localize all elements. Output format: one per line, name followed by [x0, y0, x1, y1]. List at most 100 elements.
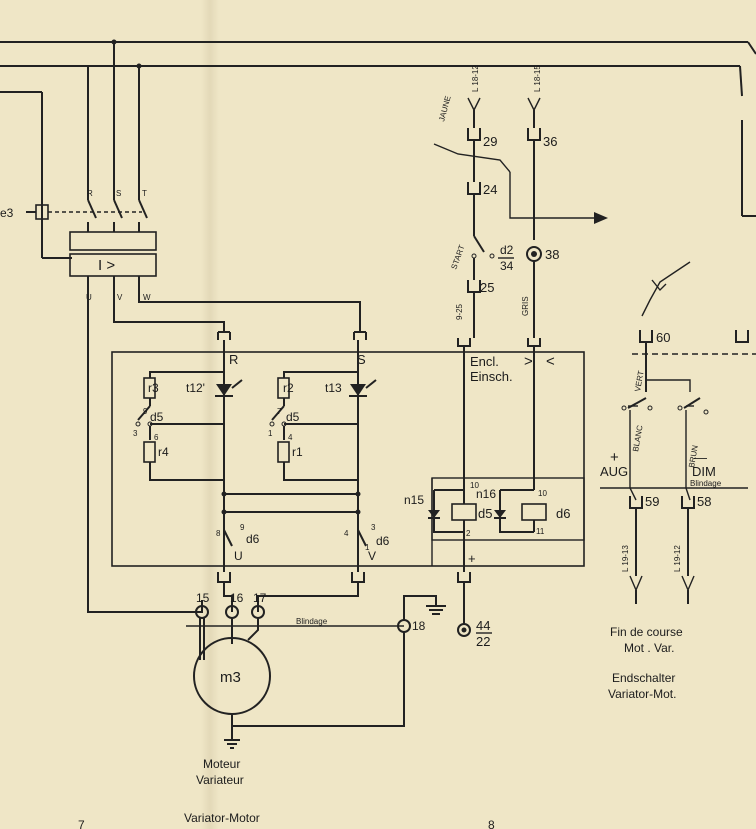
relay-d5-label: d5: [478, 506, 492, 521]
aug-label: AUG: [600, 464, 628, 479]
limit-switch-section: 60 VERT BLANC BRUN AUG + DIM — Blindage …: [600, 261, 756, 701]
wire-9-25: 9-25: [455, 303, 464, 320]
cable-l18-15: L 18-15: [533, 65, 542, 92]
pin-3-d: 3: [371, 523, 376, 532]
terminal-29-label: 29: [483, 134, 497, 149]
pin-8-c: 8: [216, 529, 221, 538]
motor-caption-de: Variator-Motor: [184, 811, 260, 825]
pin-2: 2: [466, 529, 471, 538]
start-label: START: [449, 244, 466, 271]
output-u-label: U: [234, 549, 243, 563]
contact-d6-label-a: d6: [246, 532, 260, 546]
pin-4-b: 4: [288, 433, 293, 442]
sym-greater: >: [524, 353, 533, 370]
terminal-25-label: 25: [480, 280, 494, 295]
page-number-7: 7: [78, 818, 85, 829]
wire-blanc: BLANC: [631, 424, 645, 452]
limit-caption-de: Endschalter: [612, 671, 675, 685]
pin-10-b: 10: [538, 489, 547, 498]
page-number-8: 8: [488, 818, 495, 829]
pin-9-c: 9: [240, 523, 245, 532]
thyristor-stage: R S t12' t13 r3 9 3 d5 6 r4: [133, 331, 390, 612]
motor-label: m3: [220, 669, 241, 686]
resistor-r4-label: r4: [158, 445, 169, 459]
thyristor-t13-icon: [350, 384, 366, 396]
limit-caption-fr2: Mot . Var.: [624, 641, 674, 655]
terminal-44-22: [457, 623, 471, 637]
relay-d5-coil: [451, 503, 477, 521]
limit-caption-de2: Variator-Mot.: [608, 687, 676, 701]
motor-shield-label: Blindage: [296, 617, 328, 626]
phase-s-in: S: [116, 189, 121, 198]
pin-1-d: 1: [365, 543, 370, 552]
terminal-44-label: 44: [476, 618, 490, 633]
dim-label: DIM: [692, 464, 716, 479]
terminal-60-label: 60: [656, 330, 670, 345]
terminal-38-label: 38: [545, 247, 559, 262]
pin-7-b: 7: [277, 407, 282, 416]
phase-v-out: V: [117, 293, 123, 302]
supply-bus: [0, 39, 756, 259]
wire-jaune: JAUNE: [437, 95, 452, 123]
encl-label: Encl.: [470, 354, 499, 369]
phase-w-out: W: [143, 293, 151, 302]
cable-l19-12: L 19-12: [673, 545, 682, 572]
wire-gris: GRIS: [521, 296, 530, 316]
thyristor-t12-icon: [216, 384, 232, 396]
pin-4-d: 4: [344, 529, 349, 538]
wire-vert: VERT: [633, 370, 646, 393]
relay-d6-label: d6: [556, 506, 570, 521]
cable-l18-12: L 18-12: [471, 65, 480, 92]
einsch-label: Einsch.: [470, 369, 513, 384]
terminal-15-label: 15: [196, 591, 210, 605]
limit-caption-fr: Fin de course: [610, 625, 683, 639]
minus-sign: —: [694, 450, 707, 465]
arrow-right-icon: [594, 212, 608, 224]
output-v-label: V: [368, 549, 376, 563]
phase-r-label: R: [229, 352, 238, 367]
resistor-r1-label: r1: [292, 445, 303, 459]
diode-n15-label: n15: [404, 493, 424, 507]
paper-fold: [201, 0, 219, 829]
terminal-59-label: 59: [645, 494, 659, 509]
pin-11: 11: [536, 527, 545, 536]
pin-6-a: 6: [154, 433, 159, 442]
contact-d6-label-b: d6: [376, 534, 390, 548]
plus-sign: +: [610, 449, 619, 466]
motor-m3: 15 16 17 Blindage m3 18 Moteur Variateur…: [184, 591, 446, 825]
sym-less: <: [546, 353, 555, 370]
protection-breaker-e3: e3 I > R S T U V W: [0, 189, 157, 302]
terminal-58-label: 58: [697, 494, 711, 509]
diode-n16-icon: [494, 510, 506, 518]
terminal-18-label: 18: [412, 619, 426, 633]
control-circuit: L 18-12 L 18-15 29 36 JAUNE 24 START d2 …: [404, 65, 608, 649]
limit-shield-label: Blindage: [690, 479, 722, 488]
phase-r-in: R: [87, 189, 93, 198]
overcurrent-label: I >: [98, 257, 115, 274]
resistor-r2-label: r2: [283, 381, 294, 395]
phase-s-label: S: [357, 352, 366, 367]
phase-t-in: T: [142, 189, 147, 198]
pin-10-a: 10: [470, 481, 479, 490]
d2-den-label: 34: [500, 259, 514, 273]
terminal-15: [195, 605, 209, 619]
contact-d5-label-b: d5: [286, 410, 300, 424]
n16-label: n16: [476, 487, 496, 501]
plus-label: +: [468, 551, 476, 566]
d2-label: d2: [500, 243, 514, 257]
diode-n15-icon: [428, 510, 440, 518]
terminal-22-label: 22: [476, 634, 490, 649]
relay-d6-coil: [521, 503, 547, 521]
breaker-label: e3: [0, 206, 14, 220]
thyristor-t12-label: t12': [186, 381, 205, 395]
terminal-24-label: 24: [483, 182, 497, 197]
thyristor-t13-label: t13: [325, 381, 342, 395]
terminal-17-label: 17: [253, 591, 267, 605]
pin-1-b: 1: [268, 429, 273, 438]
motor-caption-fr: Moteur: [203, 757, 240, 771]
terminal-16-label: 16: [230, 591, 244, 605]
motor-caption-fr2: Variateur: [196, 773, 244, 787]
resistor-r3-label: r3: [148, 381, 159, 395]
pin-3-a: 3: [133, 429, 138, 438]
wire-brun: BRUN: [687, 444, 700, 468]
